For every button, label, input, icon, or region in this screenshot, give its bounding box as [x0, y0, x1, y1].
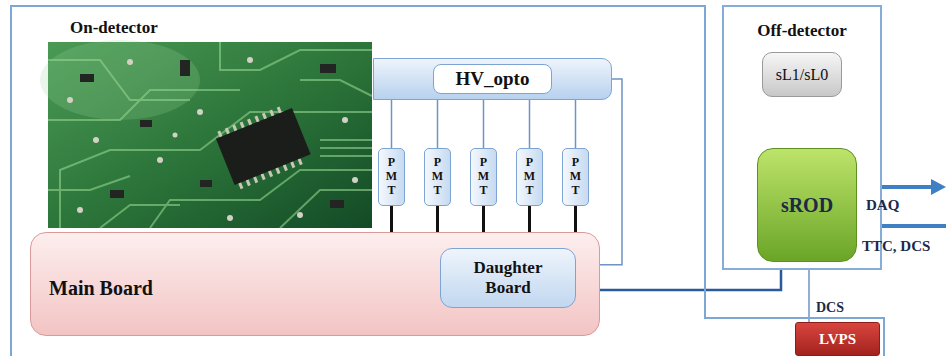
node-label: LVPS	[819, 331, 856, 348]
module-box: HV_opto	[373, 58, 612, 100]
connector-line	[390, 206, 393, 232]
connector-line	[437, 100, 439, 148]
connector-line	[528, 206, 531, 232]
connector-line	[483, 100, 485, 148]
pmt-box: P M T	[516, 148, 543, 206]
region-outline-path	[11, 6, 884, 356]
node-label: sL1/sL0	[776, 66, 828, 84]
signal-label: DCS	[815, 300, 845, 316]
connector-line	[482, 206, 485, 232]
connector-line	[808, 262, 810, 322]
connector-line	[574, 206, 577, 232]
connector-line	[529, 100, 531, 148]
board-box: Daughter Board	[440, 248, 576, 308]
node-label: Main Board	[49, 277, 153, 300]
pmt-box: P M T	[470, 148, 497, 206]
node-label: On-detector	[70, 18, 158, 38]
readout-box: sROD	[757, 148, 857, 262]
node-label: P M T	[478, 156, 489, 197]
pmt-box: P M T	[378, 148, 405, 206]
pmt-box: P M T	[424, 148, 451, 206]
node-label: sROD	[781, 194, 833, 217]
node-label: Daughter Board	[465, 258, 551, 299]
signal-label: DAQ	[866, 197, 899, 214]
node-label: P M T	[386, 156, 397, 197]
pmt-box: P M T	[562, 148, 589, 206]
connector-line	[436, 206, 439, 232]
board-box: Daughter Board Main Board	[30, 232, 600, 336]
node-label: P M T	[570, 156, 581, 197]
region-box: sL1/sL0 sROD Off-detector	[722, 5, 882, 270]
trigger-box: sL1/sL0	[762, 52, 842, 97]
node-label: P M T	[524, 156, 535, 197]
connector-line	[391, 100, 393, 148]
node-label: Off-detector	[757, 21, 847, 41]
node-label: P M T	[432, 156, 443, 197]
signal-label: TTC, DCS	[862, 238, 930, 255]
connector-line	[575, 100, 577, 148]
node-label: HV_opto	[433, 64, 553, 94]
power-box: LVPS	[795, 322, 880, 356]
